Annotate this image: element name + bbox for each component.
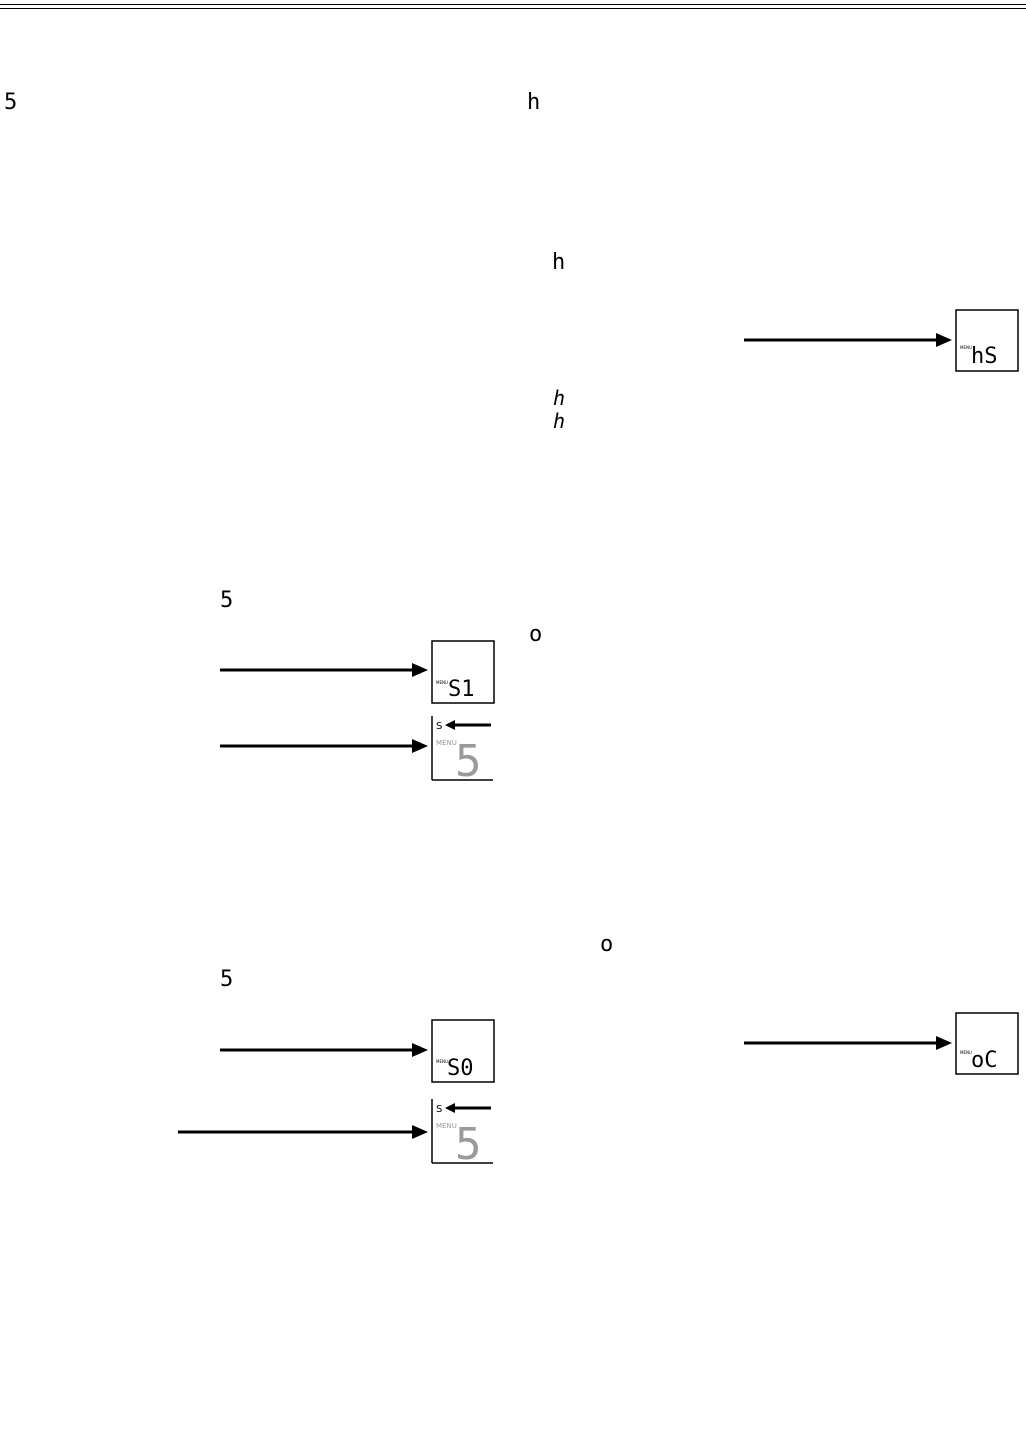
lcd-reading: S0 xyxy=(447,1056,474,1081)
lcd-display-s0: MENU S0 xyxy=(431,1019,495,1083)
lcd-menu-label: MENU xyxy=(436,1059,448,1064)
arrow-right-icon xyxy=(220,663,428,677)
segment-glyph-s: 5 xyxy=(220,588,234,613)
lcd-menu-label: MENU xyxy=(436,680,448,685)
lcd-digit: 5 xyxy=(455,1119,482,1165)
header-rule-bottom xyxy=(0,8,1026,9)
lcd-indicator-label: S xyxy=(436,1104,442,1115)
lcd-digit: 5 xyxy=(455,736,482,782)
lcd-reading: S1 xyxy=(448,677,475,702)
segment-glyph-s: 5 xyxy=(220,967,234,992)
lcd-indicator-label: S xyxy=(436,721,442,732)
lcd-menu-label: MENU xyxy=(436,1122,457,1130)
header-rule-top xyxy=(0,4,1026,5)
segment-glyph-s: 5 xyxy=(4,90,18,115)
lcd-reading: hS xyxy=(971,344,998,369)
lcd-menu-label: MENU xyxy=(960,1050,972,1055)
lcd-reading: oC xyxy=(971,1048,998,1073)
arrow-right-icon xyxy=(744,333,952,347)
arrow-right-icon xyxy=(220,739,428,753)
segment-glyph-h: h xyxy=(552,250,566,275)
lcd-display-hs: MENU hS xyxy=(955,309,1019,372)
arrow-right-icon xyxy=(744,1036,952,1050)
segment-glyph-h: h xyxy=(553,409,566,433)
lcd-menu-label: MENU xyxy=(436,739,457,747)
lcd-display-s-indicator: S MENU 5 xyxy=(431,716,495,782)
arrow-right-icon xyxy=(178,1125,428,1139)
segment-glyph-h: h xyxy=(553,386,566,410)
arrow-right-icon xyxy=(220,1043,428,1057)
lcd-display-s-indicator: S MENU 5 xyxy=(431,1099,495,1165)
lcd-menu-label: MENU xyxy=(960,345,972,350)
segment-glyph-h: h xyxy=(527,90,541,115)
segment-glyph-o: o xyxy=(600,932,614,957)
lcd-display-oc: MENU oC xyxy=(955,1012,1019,1075)
lcd-display-s1: MENU S1 xyxy=(431,640,495,704)
segment-glyph-o: o xyxy=(529,622,543,647)
